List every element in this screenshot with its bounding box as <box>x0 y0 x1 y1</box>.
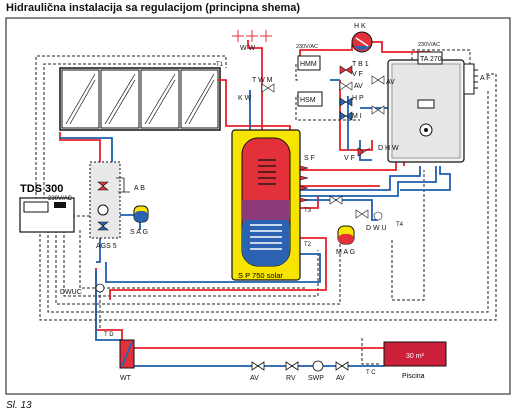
pool-heat-exchanger <box>119 339 135 369</box>
label-twm: T W M <box>252 77 273 84</box>
label-av4: AV <box>336 375 345 382</box>
label-sf: S F <box>304 155 315 162</box>
drain-ab <box>116 177 130 193</box>
label-av3: AV <box>250 375 259 382</box>
control-wiring <box>35 49 497 365</box>
outdoor-sensor <box>463 63 478 95</box>
label-ab: A B <box>134 185 145 192</box>
pool-area: 30 m² <box>406 353 425 360</box>
label-mag: M A G <box>336 249 355 256</box>
pool-label: Piscina <box>402 373 425 380</box>
label-hk: H K <box>354 23 366 30</box>
label-t3: T3 <box>304 208 312 214</box>
label-vf-mid: V F <box>344 155 355 162</box>
controller-tds300: TDS 300 230V/AC <box>19 183 75 233</box>
tank-label: S P 750 solar <box>238 271 283 280</box>
label-hmm: HMM <box>300 61 317 68</box>
label-av2: AV <box>386 79 395 86</box>
label-ww: W W <box>240 45 256 52</box>
label-sag: S A G <box>130 229 148 236</box>
controller-voltage: 230V/AC <box>48 196 73 202</box>
label-t1: T1 <box>216 62 224 68</box>
label-kw: K W <box>238 95 252 102</box>
expansion-vessels <box>133 205 355 245</box>
label-af: A F <box>480 75 491 82</box>
label-vf-top: V F <box>352 71 363 78</box>
controller-modules <box>297 51 443 107</box>
boiler-unit <box>387 59 465 163</box>
label-hp: H P <box>352 95 364 102</box>
label-rv: RV <box>286 375 296 382</box>
label-t2: T2 <box>304 242 312 248</box>
storage-tank-sp750: S P 750 solar <box>231 129 301 281</box>
label-tc: T C <box>366 370 376 376</box>
figure-caption: Sl. 13 <box>6 400 32 411</box>
label-volt-hmm: 230V/AC <box>296 44 318 50</box>
controller-name: TDS 300 <box>20 183 63 195</box>
label-mi: M I <box>352 113 362 120</box>
label-swp: SWP <box>308 375 324 382</box>
label-dwu: D W U <box>366 225 387 232</box>
tank-connection-marks <box>299 165 309 203</box>
label-ags: AGS 5 <box>96 243 117 250</box>
ags5-solar-station <box>89 161 121 239</box>
label-wt: WT <box>120 375 132 382</box>
text-labels: W W T W M K W HMM HSM 230V/AC H K T B 1 … <box>60 23 491 382</box>
label-dhw: D H W <box>378 145 399 152</box>
label-dwuc: DWUC <box>60 289 82 296</box>
label-ta270: TA 270 <box>420 56 442 63</box>
valve-markers <box>261 65 385 221</box>
pool-circuit-fittings <box>95 283 349 372</box>
label-tb1: T B 1 <box>352 61 369 68</box>
diagram-frame <box>5 17 511 395</box>
label-hsm: HSM <box>300 97 316 104</box>
label-volt-boiler: 230V/AC <box>418 42 440 48</box>
swimming-pool: 30 m² Piscina <box>383 341 447 380</box>
hot-water-taps <box>232 30 272 42</box>
label-td: T D <box>104 332 114 338</box>
diagram-title: Hidraulična instalacija sa regulacijom (… <box>6 2 301 14</box>
label-av1: AV <box>354 83 363 90</box>
heating-circuit-hk <box>351 31 373 53</box>
label-t4: T4 <box>396 222 404 228</box>
solar-collector-array <box>59 67 221 131</box>
